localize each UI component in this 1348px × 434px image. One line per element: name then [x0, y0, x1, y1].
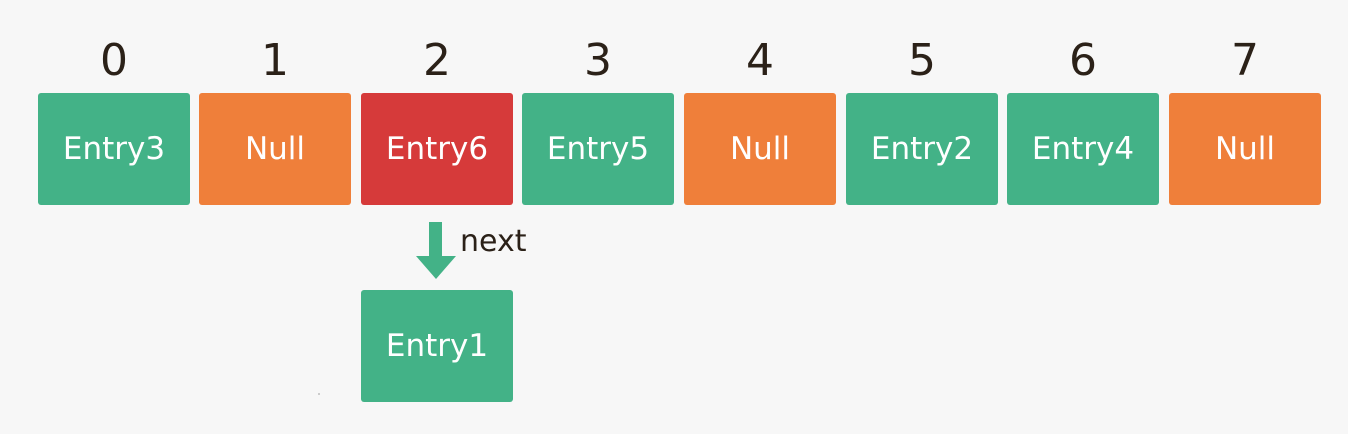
- bucket-index-4: 4: [746, 35, 774, 86]
- bucket-index-0: 0: [100, 35, 128, 86]
- down-arrow-svg: [416, 222, 456, 279]
- bucket-cell-4: Null: [684, 93, 836, 205]
- bucket-cell-1: Null: [199, 93, 351, 205]
- bucket-cell-7: Null: [1169, 93, 1321, 205]
- down-arrow-icon: [416, 222, 456, 280]
- bucket-index-3: 3: [584, 35, 612, 86]
- bucket-index-7: 7: [1231, 35, 1259, 86]
- next-pointer-label: next: [460, 224, 527, 259]
- chained-entry-cell: Entry1: [361, 290, 513, 402]
- stray-dot: [318, 393, 320, 395]
- bucket-cell-5: Entry2: [846, 93, 998, 205]
- bucket-index-6: 6: [1069, 35, 1097, 86]
- bucket-index-2: 2: [423, 35, 451, 86]
- arrow-shaft: [429, 222, 442, 258]
- bucket-cell-3: Entry5: [522, 93, 674, 205]
- bucket-cell-0: Entry3: [38, 93, 190, 205]
- bucket-cell-6: Entry4: [1007, 93, 1159, 205]
- bucket-index-5: 5: [908, 35, 936, 86]
- arrow-head: [416, 256, 456, 279]
- bucket-cell-2: Entry6: [361, 93, 513, 205]
- bucket-index-1: 1: [261, 35, 289, 86]
